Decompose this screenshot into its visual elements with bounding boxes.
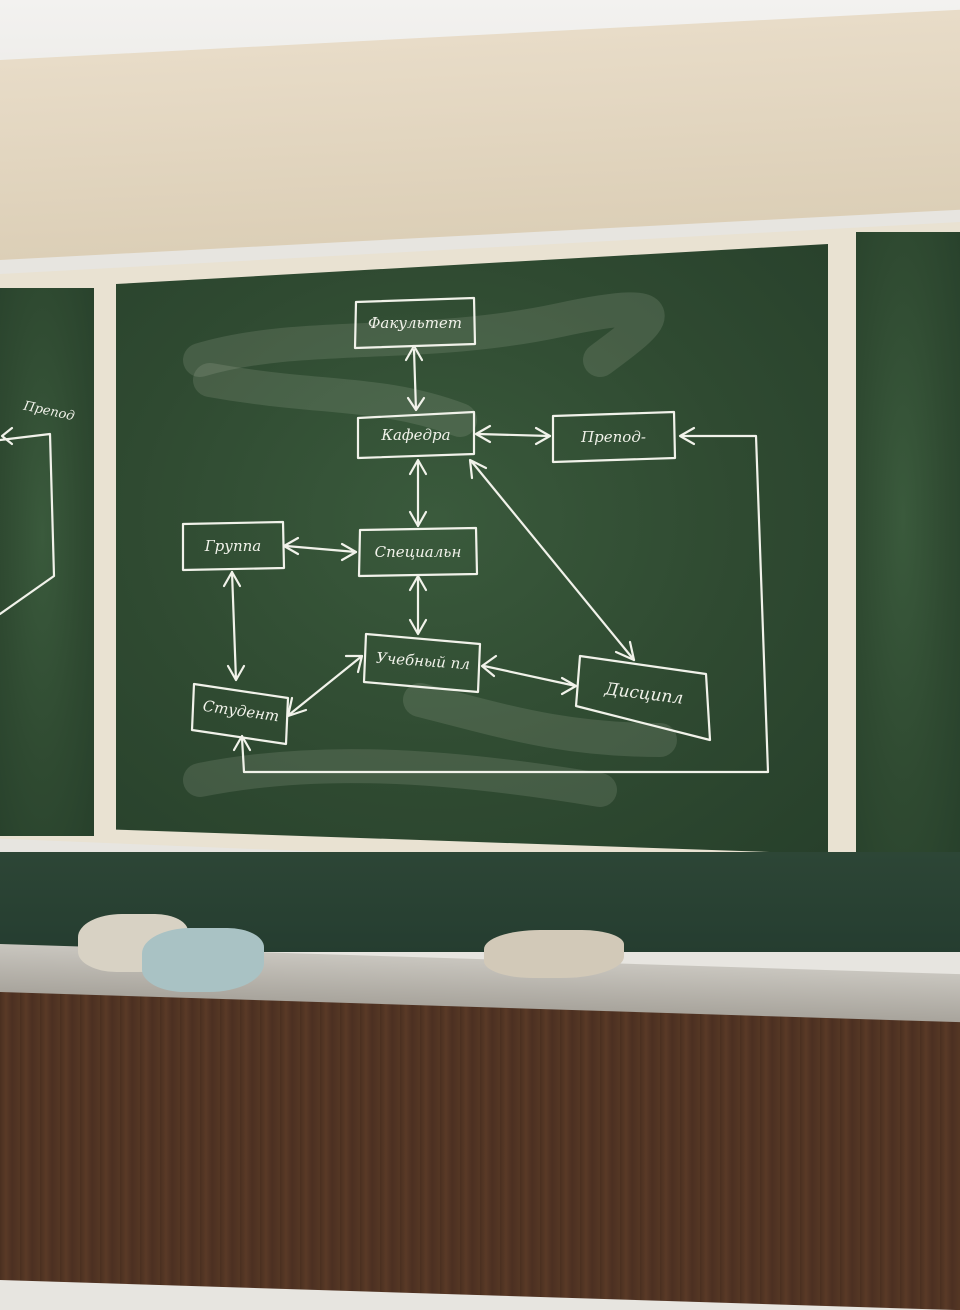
eraser-smear bbox=[193, 363, 477, 437]
arrow-fakultet-kafedra bbox=[412, 348, 418, 412]
node-label-prepod: Препод- bbox=[581, 428, 646, 446]
box-disciplina bbox=[574, 654, 712, 742]
arrowhead bbox=[480, 654, 498, 678]
arrowhead bbox=[222, 570, 242, 588]
eraser-smear bbox=[183, 292, 665, 377]
arrowhead bbox=[678, 426, 696, 446]
chalk-rag-blue bbox=[142, 928, 264, 992]
arrowhead bbox=[344, 654, 364, 674]
arrowhead bbox=[406, 396, 426, 412]
box-student bbox=[190, 682, 290, 746]
arrowhead bbox=[560, 676, 578, 696]
arrow-gruppa-student bbox=[230, 570, 238, 682]
box-specialnost bbox=[357, 526, 479, 578]
arrowhead bbox=[534, 426, 552, 446]
arrowhead bbox=[408, 458, 428, 476]
arrowhead bbox=[474, 424, 492, 444]
box-kafedra bbox=[356, 410, 476, 460]
arrowhead bbox=[408, 574, 428, 592]
box-gruppa bbox=[181, 520, 286, 572]
arrow-student-plan bbox=[288, 654, 364, 716]
arrow-kafedra-prepod bbox=[476, 432, 552, 438]
right-chalkboard bbox=[856, 232, 960, 868]
chalk-rag-right bbox=[484, 930, 624, 978]
arrowhead bbox=[614, 640, 636, 662]
eraser-smear bbox=[403, 683, 677, 757]
line-student-prepod bbox=[240, 434, 770, 774]
arrow-plan-disciplina bbox=[482, 664, 578, 688]
eraser-smear bbox=[183, 749, 617, 807]
left-board-fragment-lines bbox=[0, 432, 56, 616]
arrowhead bbox=[404, 344, 424, 362]
chalk-diagram bbox=[0, 292, 770, 807]
arrowhead bbox=[226, 664, 246, 682]
node-label-specialnost: Специальн bbox=[374, 543, 462, 561]
arrow-kafedra-disciplina bbox=[470, 460, 636, 662]
arrowhead bbox=[468, 458, 488, 480]
left-chalkboard bbox=[0, 288, 94, 836]
node-label-fakultet: Факультет bbox=[367, 314, 463, 332]
arrowhead bbox=[408, 510, 428, 528]
box-prepod bbox=[551, 410, 677, 464]
arrow-gruppa-specialnost bbox=[284, 544, 358, 554]
node-label-kafedra: Кафедра bbox=[381, 426, 451, 444]
arrowhead bbox=[282, 536, 300, 556]
arrowhead bbox=[408, 618, 428, 636]
arrowhead bbox=[340, 542, 358, 562]
main-chalkboard bbox=[116, 244, 828, 854]
arrowhead bbox=[232, 734, 252, 752]
box-uchebny-plan bbox=[362, 632, 482, 694]
arrowhead bbox=[286, 696, 308, 718]
box-fakultet bbox=[353, 296, 477, 350]
node-label-gruppa: Группа bbox=[204, 537, 262, 555]
arrowhead bbox=[0, 426, 14, 446]
